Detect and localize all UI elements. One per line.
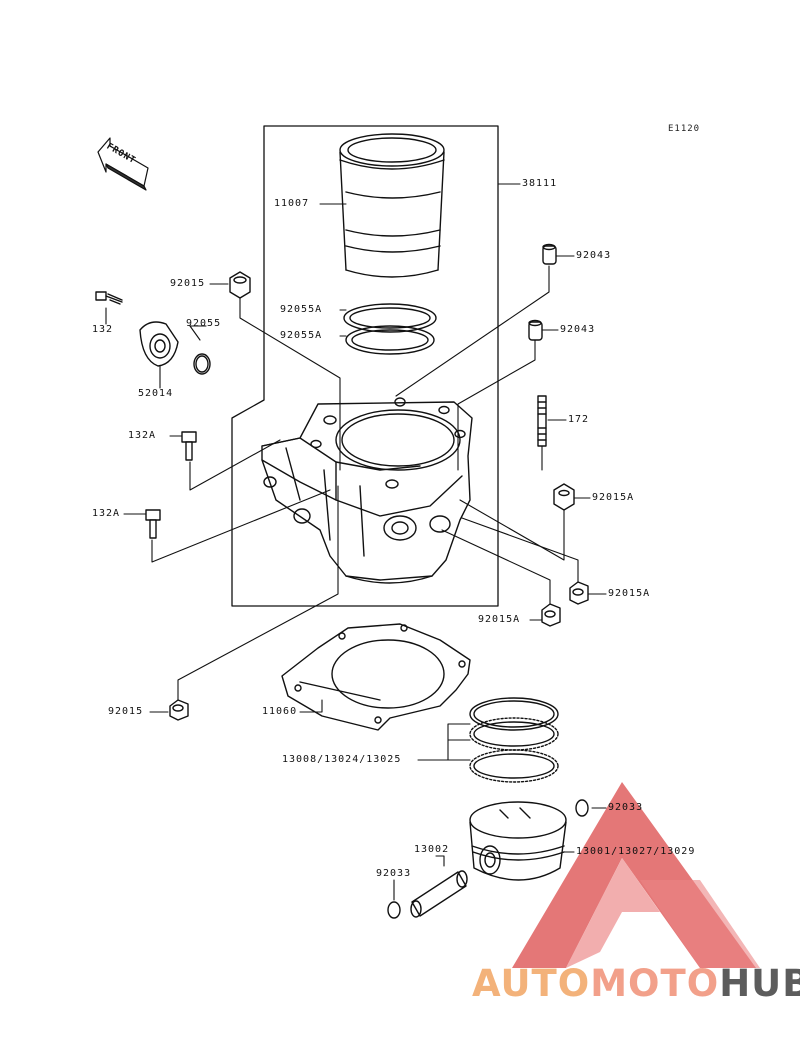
- label-38111: 38111: [522, 178, 558, 189]
- label-92015a-1: 92015A: [592, 492, 635, 503]
- label-52014: 52014: [138, 388, 174, 399]
- stud-bolt: [537, 395, 547, 447]
- piston: [469, 801, 567, 881]
- label-11060: 11060: [262, 706, 298, 717]
- watermark-logo-icon: [512, 782, 760, 968]
- label-132a-2: 132A: [92, 508, 121, 519]
- label-92055a-1: 92055A: [280, 304, 323, 315]
- assembly-bracket: [231, 125, 499, 607]
- label-13008: 13008/13024/13025: [282, 754, 402, 765]
- label-172: 172: [568, 414, 590, 425]
- label-92043-top: 92043: [576, 250, 612, 261]
- leader-lines: [105, 183, 607, 901]
- label-92033-right: 92033: [608, 802, 644, 813]
- front-arrow-icon: [97, 137, 149, 191]
- piston-rings: [469, 697, 559, 783]
- label-92033-left: 92033: [376, 868, 412, 879]
- label-132a-1: 132A: [128, 430, 157, 441]
- label-92015a-2: 92015A: [608, 588, 651, 599]
- base-gasket: [281, 623, 471, 731]
- watermark-part-hub: HUB: [719, 962, 800, 1005]
- cylinder-sleeve: [339, 133, 445, 278]
- o-ring-pair: [343, 303, 437, 355]
- watermark-part-moto: MOTO: [590, 962, 720, 1005]
- label-13002: 13002: [414, 844, 450, 855]
- label-13001: 13001/13027/13029: [576, 846, 696, 857]
- piston-pin: [387, 799, 589, 919]
- nuts-92015a: [169, 483, 589, 721]
- bolts-132a: [145, 431, 197, 539]
- label-132: 132: [92, 324, 114, 335]
- watermark-text: AUTOMOTOHUB: [472, 962, 800, 1005]
- diagram-code: E1120: [668, 124, 701, 134]
- label-92043-mid: 92043: [560, 324, 596, 335]
- label-92055a-2: 92055A: [280, 330, 323, 341]
- label-92015-top: 92015: [170, 278, 206, 289]
- cylinder-block: [261, 397, 473, 584]
- nut-top: [229, 271, 251, 299]
- label-92015a-3: 92015A: [478, 614, 521, 625]
- label-11007: 11007: [274, 198, 310, 209]
- label-92055: 92055: [186, 318, 222, 329]
- water-cap-assembly: [95, 291, 211, 375]
- dowel-pins: [528, 243, 557, 341]
- label-92015-bottom: 92015: [108, 706, 144, 717]
- watermark-part-auto: AUTO: [472, 962, 591, 1005]
